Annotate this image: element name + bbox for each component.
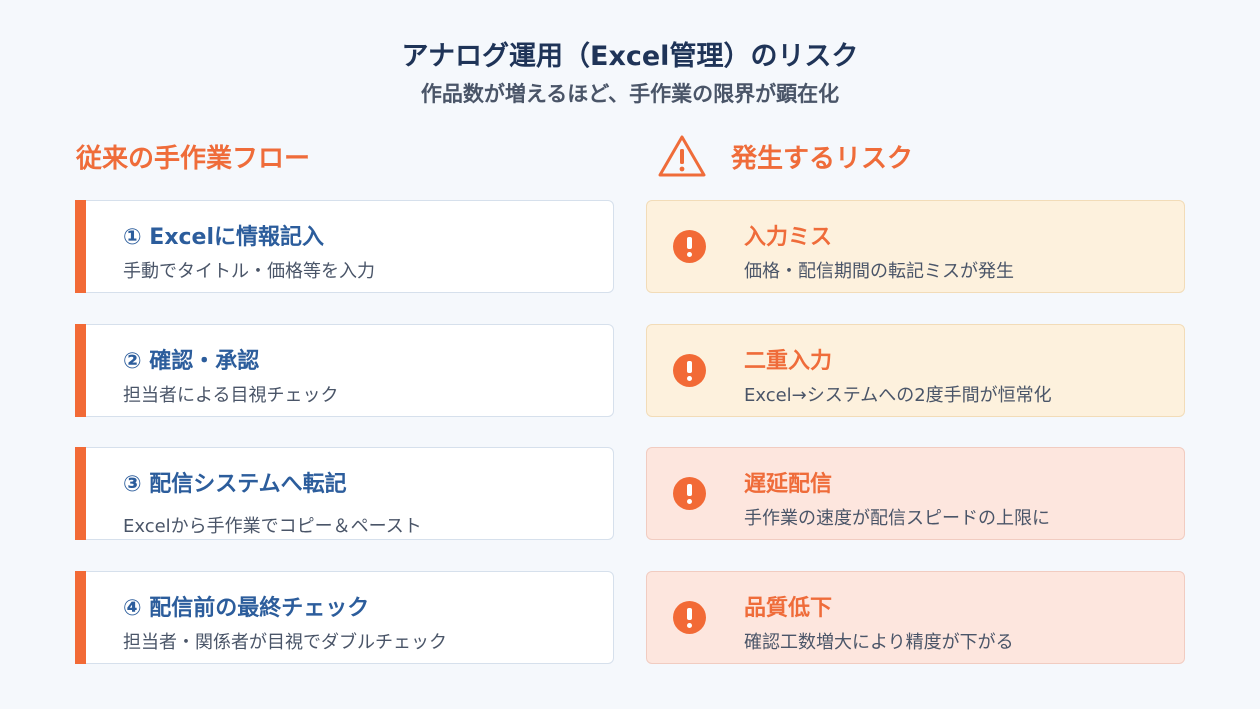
risk-card: 入力ミス 価格・配信期間の転記ミスが発生 — [646, 200, 1185, 293]
exclamation-circle-icon — [673, 230, 706, 263]
flow-step-title: ② 確認・承認 — [123, 349, 260, 374]
flow-step-card: ④ 配信前の最終チェック 担当者・関係者が目視でダブルチェック — [75, 571, 614, 664]
accent-bar — [75, 324, 86, 417]
exclamation-circle-icon — [673, 477, 706, 510]
exclamation-circle-icon — [673, 354, 706, 387]
flow-step-desc: Excelから手作業でコピー＆ペースト — [123, 516, 422, 537]
accent-bar — [75, 447, 86, 540]
exclamation-circle-icon — [673, 601, 706, 634]
flow-step-card: ② 確認・承認 担当者による目視チェック — [75, 324, 614, 417]
page-subtitle: 作品数が増えるほど、手作業の限界が顕在化 — [420, 82, 840, 106]
flow-step-desc: 手動でタイトル・価格等を入力 — [123, 261, 375, 282]
risk-desc: Excel→システムへの2度手間が恒常化 — [744, 385, 1052, 406]
flow-step-title: ③ 配信システムへ転記 — [123, 472, 347, 497]
risk-card: 品質低下 確認工数増大により精度が下がる — [646, 571, 1185, 664]
flow-step-desc: 担当者による目視チェック — [123, 385, 339, 406]
flow-step-title: ④ 配信前の最終チェック — [123, 596, 370, 621]
risk-heading: 発生するリスク — [731, 144, 914, 174]
risk-desc: 価格・配信期間の転記ミスが発生 — [744, 261, 1014, 282]
flow-step-desc: 担当者・関係者が目視でダブルチェック — [123, 632, 447, 653]
risk-desc: 確認工数増大により精度が下がる — [744, 632, 1014, 653]
flow-step-card: ③ 配信システムへ転記 Excelから手作業でコピー＆ペースト — [75, 447, 614, 540]
risk-title: 二重入力 — [744, 349, 833, 374]
accent-bar — [75, 200, 86, 293]
warning-triangle-icon — [658, 135, 706, 177]
risk-card: 遅延配信 手作業の速度が配信スピードの上限に — [646, 447, 1185, 540]
risk-title: 遅延配信 — [744, 472, 833, 497]
risk-title: 入力ミス — [744, 225, 833, 250]
flow-step-card: ① Excelに情報記入 手動でタイトル・価格等を入力 — [75, 200, 614, 293]
risk-desc: 手作業の速度が配信スピードの上限に — [744, 508, 1050, 529]
flow-step-title: ① Excelに情報記入 — [123, 225, 325, 250]
risk-card: 二重入力 Excel→システムへの2度手間が恒常化 — [646, 324, 1185, 417]
flow-heading: 従来の手作業フロー — [76, 144, 311, 174]
risk-title: 品質低下 — [744, 596, 833, 621]
accent-bar — [75, 571, 86, 664]
page-title: アナログ運用（Excel管理）のリスク — [401, 41, 859, 72]
